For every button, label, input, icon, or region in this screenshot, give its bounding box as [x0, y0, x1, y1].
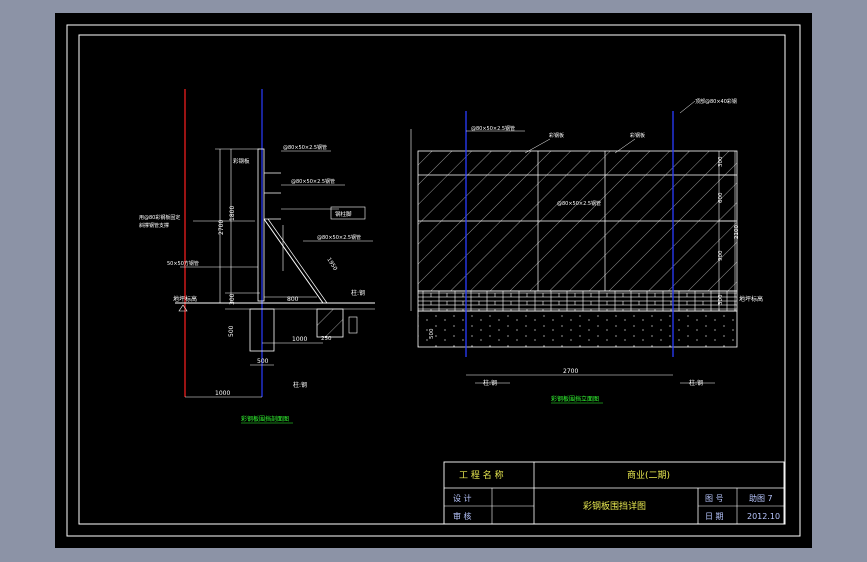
elevation-post-left: 柱:钢 [483, 379, 497, 387]
section-note-beam-3: @80×50×2.5钢管 [317, 234, 361, 241]
section-note-beam-2: @80×50×2.5钢管 [291, 178, 335, 185]
elevation-note-4: @80×50×2.5钢管 [557, 200, 601, 207]
project-label: 工 程 名 称 [459, 469, 504, 481]
elevation-ground-label: 地坪标高 [739, 295, 763, 303]
date-value: 2012.10 [747, 512, 780, 521]
title-block: 工 程 名 称 商业(二期) 设 计 审 核 彩钢板围挡详图 图 号 助图 7 … [443, 461, 785, 525]
elevation-caption: 彩钢板围挡立面图 [551, 395, 599, 403]
elevation-dim-r-900: 900 [718, 250, 724, 261]
section-view: 2700 1800 300 500 1000 500 1000 800 250 … [139, 89, 375, 424]
elevation-note-2: 彩钢板 [549, 132, 564, 139]
section-note-brace-len: 1950 [325, 257, 338, 272]
section-post-label: 柱:钢 [351, 289, 365, 297]
section-dim-footing: 500 [228, 325, 235, 337]
section-dim-bottom: 1000 [215, 390, 230, 397]
elevation-top-note: 顶部@80×40彩钢 [695, 98, 737, 105]
elevation-note-1: @80×50×2.5钢管 [471, 125, 515, 132]
section-dim-panel: 1800 [229, 206, 236, 221]
elevation-post-right: 柱:钢 [689, 379, 703, 387]
section-note-left-1: 用@80彩钢板固定 [139, 214, 180, 221]
brace-footing [316, 308, 344, 338]
section-panel [257, 148, 265, 302]
project-name: 商业(二期) [627, 469, 670, 481]
section-dim-footing-h: 250 [321, 336, 332, 342]
elevation-dim-r-600: 600 [718, 192, 724, 203]
brace [263, 218, 324, 304]
inner-border [78, 34, 786, 525]
section-note-panel: 彩钢板 [233, 157, 250, 165]
section-note-beam-1: @80×50×2.5钢管 [283, 144, 327, 151]
section-dim-base-500: 500 [257, 358, 269, 365]
elevation-note-3: 彩钢板 [630, 132, 645, 139]
section-dim-total: 2700 [218, 220, 225, 235]
section-ground-label: 地坪标高 [173, 295, 197, 303]
post-footing [249, 308, 275, 352]
elevation-dim-r-300: 300 [718, 156, 724, 167]
review-label: 审 核 [453, 511, 472, 521]
elevation-dim-r-300b: 300 [718, 294, 724, 305]
elevation-dim-span: 2700 [563, 368, 578, 375]
drawing-no: 助图 7 [749, 493, 773, 503]
section-dim-base: 300 [229, 293, 236, 305]
design-label: 设 计 [453, 493, 472, 503]
section-box-label: 钢柱脚 [335, 210, 352, 218]
section-note-left-2: 斜撑钢管支撑 [139, 222, 169, 229]
drawing-sheet: 2700 1800 300 500 1000 500 1000 800 250 … [55, 13, 812, 548]
drawing-title: 彩钢板围挡详图 [583, 500, 646, 512]
elevation-dim-r-total: 2100 [734, 225, 740, 239]
section-dim-inner: 800 [287, 296, 299, 303]
outer-border [66, 24, 801, 537]
elevation-dim-left: 500 [429, 328, 435, 339]
drawing-no-label: 图 号 [705, 494, 724, 503]
section-note-box [330, 206, 366, 220]
section-caption: 彩钢板围挡剖面图 [241, 415, 289, 423]
date-label: 日 期 [705, 512, 724, 521]
elevation-view: 顶部@80×40彩钢 @80×50×2.5钢管 彩钢板 彩钢板 @80×50×2… [410, 98, 763, 404]
section-dim-brace: 1000 [292, 336, 307, 343]
section-post-label-2: 柱:钢 [293, 381, 307, 389]
section-note-left-3: 50×50方钢管 [167, 260, 199, 267]
elevation-footing [417, 310, 738, 348]
